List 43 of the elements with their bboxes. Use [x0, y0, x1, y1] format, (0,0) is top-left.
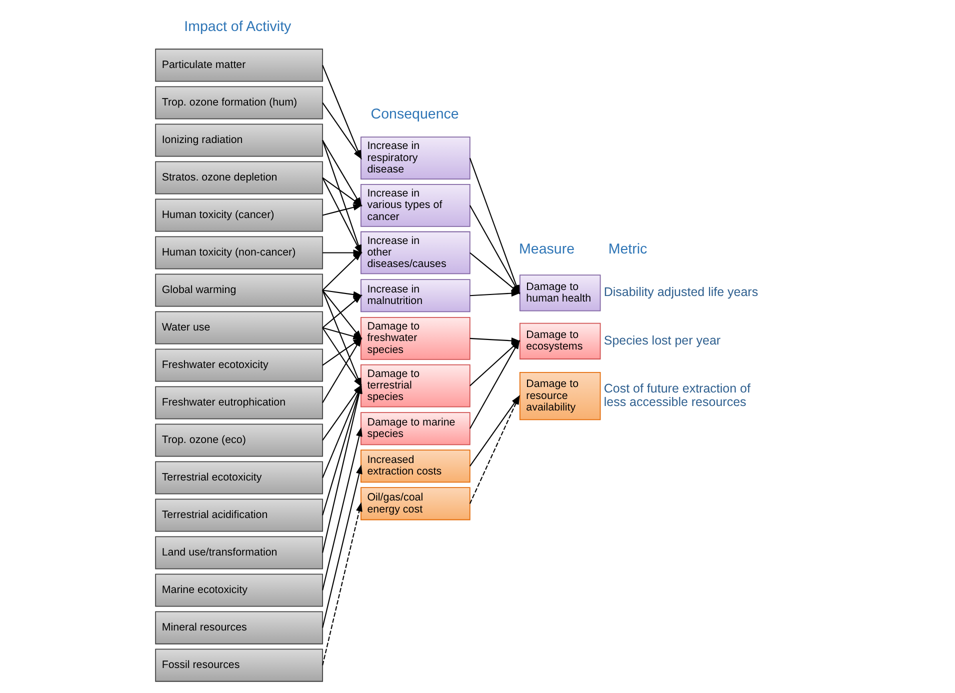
node-box: Water use: [155, 311, 324, 344]
node-box: Marine ecotoxicity: [155, 574, 324, 607]
node-box: Terrestrial ecotoxicity: [155, 461, 324, 494]
node-box: Fossil resources: [155, 648, 324, 682]
label: Consequence: [370, 106, 459, 123]
label: Impact of Activity: [184, 19, 292, 36]
node-box: Increase in various types of cancer: [360, 184, 470, 227]
arrow: [470, 290, 521, 297]
node-box: Damage to marine species: [360, 412, 470, 446]
node-box: Oil/gas/coal energy cost: [360, 487, 470, 520]
node-box: Human toxicity (cancer): [155, 198, 324, 232]
node-box: Increase in respiratory disease: [360, 136, 470, 180]
arrow: [322, 290, 363, 298]
arrow: [322, 502, 362, 666]
node-box: Terrestrial acidification: [155, 498, 324, 532]
arrow: [322, 204, 363, 216]
node-box: Increase in other diseases/causes: [360, 231, 470, 274]
node-box: Stratos. ozone depletion: [155, 161, 324, 194]
arrow: [322, 252, 362, 291]
node-label: Cost of future extraction of less accessible resources: [604, 382, 750, 410]
node-box: Particulate matter: [155, 48, 324, 82]
arrow: [322, 294, 362, 328]
node-box: Damage to terrestrial species: [360, 364, 470, 408]
label: Metric: [608, 241, 648, 258]
node-box: Freshwater eutrophication: [155, 386, 324, 420]
label: Measure: [519, 241, 575, 258]
node-label: Species lost per year: [604, 333, 721, 348]
arrow: [322, 427, 362, 590]
node-box: Trop. ozone (eco): [155, 424, 324, 457]
node-box: Human toxicity (non-cancer): [155, 236, 324, 270]
node-box: Increase in malnutrition: [360, 279, 470, 312]
node-box: Freshwater ecotoxicity: [155, 348, 324, 382]
node-box: Damage to freshwater species: [360, 317, 470, 360]
node-box: Ionizing radiation: [155, 124, 324, 157]
node-box: Land use/transformation: [155, 536, 324, 570]
node-box: Increased extraction costs: [360, 450, 470, 483]
node-box: Mineral resources: [155, 611, 324, 644]
node-box: Trop. ozone formation (hum): [155, 86, 324, 120]
arrow: [322, 464, 362, 628]
node-label: Disability adjusted life years: [604, 285, 758, 300]
arrow: [469, 395, 520, 504]
arrow: [469, 395, 520, 466]
node-box: Global warming: [155, 274, 324, 307]
